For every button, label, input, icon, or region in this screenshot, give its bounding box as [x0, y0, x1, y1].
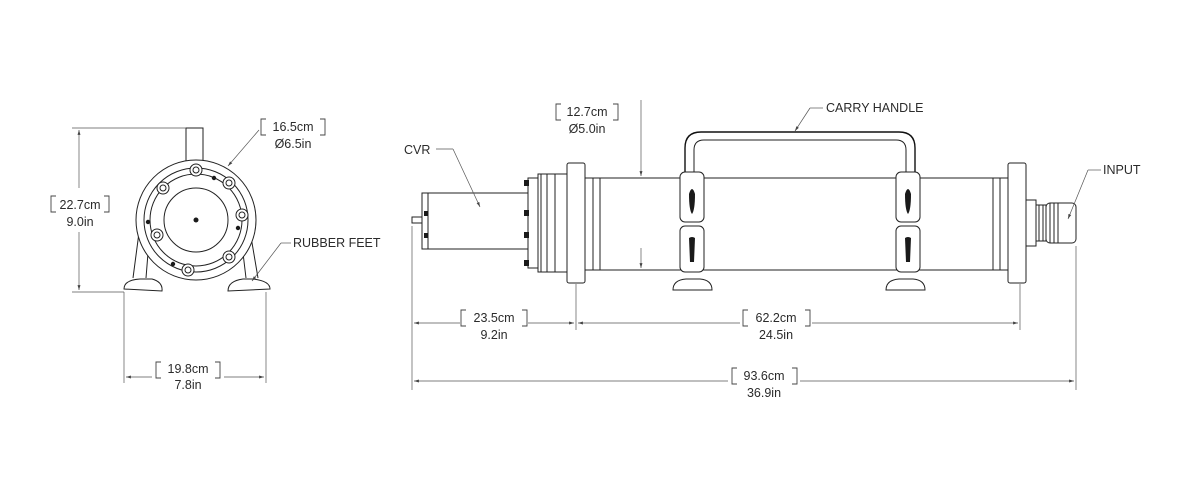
front-width-imperial: 7.8in: [174, 378, 201, 392]
body-length-dimension: 62.2cm 24.5in: [578, 309, 1018, 342]
cvr-housing: [421, 192, 529, 250]
center-port-icon: [193, 217, 199, 223]
left-flange: [566, 162, 586, 284]
overall-length-imperial: 36.9in: [747, 386, 781, 400]
input-callout: INPUT: [1067, 163, 1141, 220]
cvr-length-metric: 23.5cm: [474, 311, 515, 325]
flange-pin: [211, 175, 217, 181]
bolt-icon: [222, 250, 236, 264]
carry-handle-label: CARRY HANDLE: [826, 101, 924, 115]
main-body-tube: [584, 177, 1009, 271]
bolt-icon: [181, 263, 195, 277]
right-flange: [1007, 162, 1027, 284]
front-height-dimension: 22.7cm 9.0in: [50, 127, 186, 293]
front-width-dimension: 19.8cm 7.8in: [123, 292, 267, 392]
rubber-feet-label: RUBBER FEET: [293, 236, 381, 250]
front-width-metric: 19.8cm: [168, 362, 209, 376]
bolt-icon: [150, 228, 164, 242]
input-fitting-base: [1025, 199, 1037, 247]
side-view: 12.7cm Ø5.0in CARRY HANDLE CVR INPUT: [404, 100, 1141, 400]
cvr-callout: CVR: [404, 143, 481, 208]
rubber-feet-callout: RUBBER FEET: [251, 236, 381, 282]
carry-handle-callout: CARRY HANDLE: [794, 101, 924, 132]
flange-pin: [235, 225, 241, 231]
overall-length-dimension: 93.6cm 36.9in: [414, 367, 1074, 400]
cvr-flange: [537, 173, 568, 273]
cvr-label: CVR: [404, 143, 430, 157]
body-length-imperial: 24.5in: [759, 328, 793, 342]
front-height-imperial: 9.0in: [66, 215, 93, 229]
flange-pin: [170, 261, 176, 267]
side-diameter-imperial: Ø5.0in: [569, 122, 606, 136]
front-view: 22.7cm 9.0in 16.5cm Ø6.5in RUBBER FEET 1…: [50, 118, 381, 392]
front-height-metric: 22.7cm: [60, 198, 101, 212]
flange-pin: [145, 219, 151, 225]
bolt-icon: [189, 163, 203, 177]
end-cap: [163, 187, 229, 253]
right-rubber-foot: [227, 278, 271, 292]
cvr-connector: [411, 216, 423, 224]
body-length-metric: 62.2cm: [756, 311, 797, 325]
bolt-icon: [222, 176, 236, 190]
side-diameter-metric: 12.7cm: [567, 105, 608, 119]
side-diameter-dimension: 12.7cm Ø5.0in: [555, 100, 643, 268]
left-side-foot: [672, 278, 713, 291]
right-side-foot: [885, 278, 926, 291]
cvr-mount-plate: [527, 177, 539, 269]
front-diameter-dimension: 16.5cm Ø6.5in: [227, 118, 326, 167]
left-rubber-foot: [123, 278, 163, 292]
bolt-icon: [235, 208, 249, 222]
front-diameter-imperial: Ø6.5in: [275, 137, 312, 151]
input-fitting-nut: [1035, 204, 1047, 242]
carry-handle: [684, 131, 916, 172]
cvr-length-imperial: 9.2in: [480, 328, 507, 342]
front-diameter-metric: 16.5cm: [273, 120, 314, 134]
cvr-length-dimension: 23.5cm 9.2in: [414, 309, 574, 342]
input-label: INPUT: [1103, 163, 1141, 177]
overall-length-metric: 93.6cm: [744, 369, 785, 383]
bolt-icon: [156, 181, 170, 195]
flange-bolts: [150, 163, 249, 277]
